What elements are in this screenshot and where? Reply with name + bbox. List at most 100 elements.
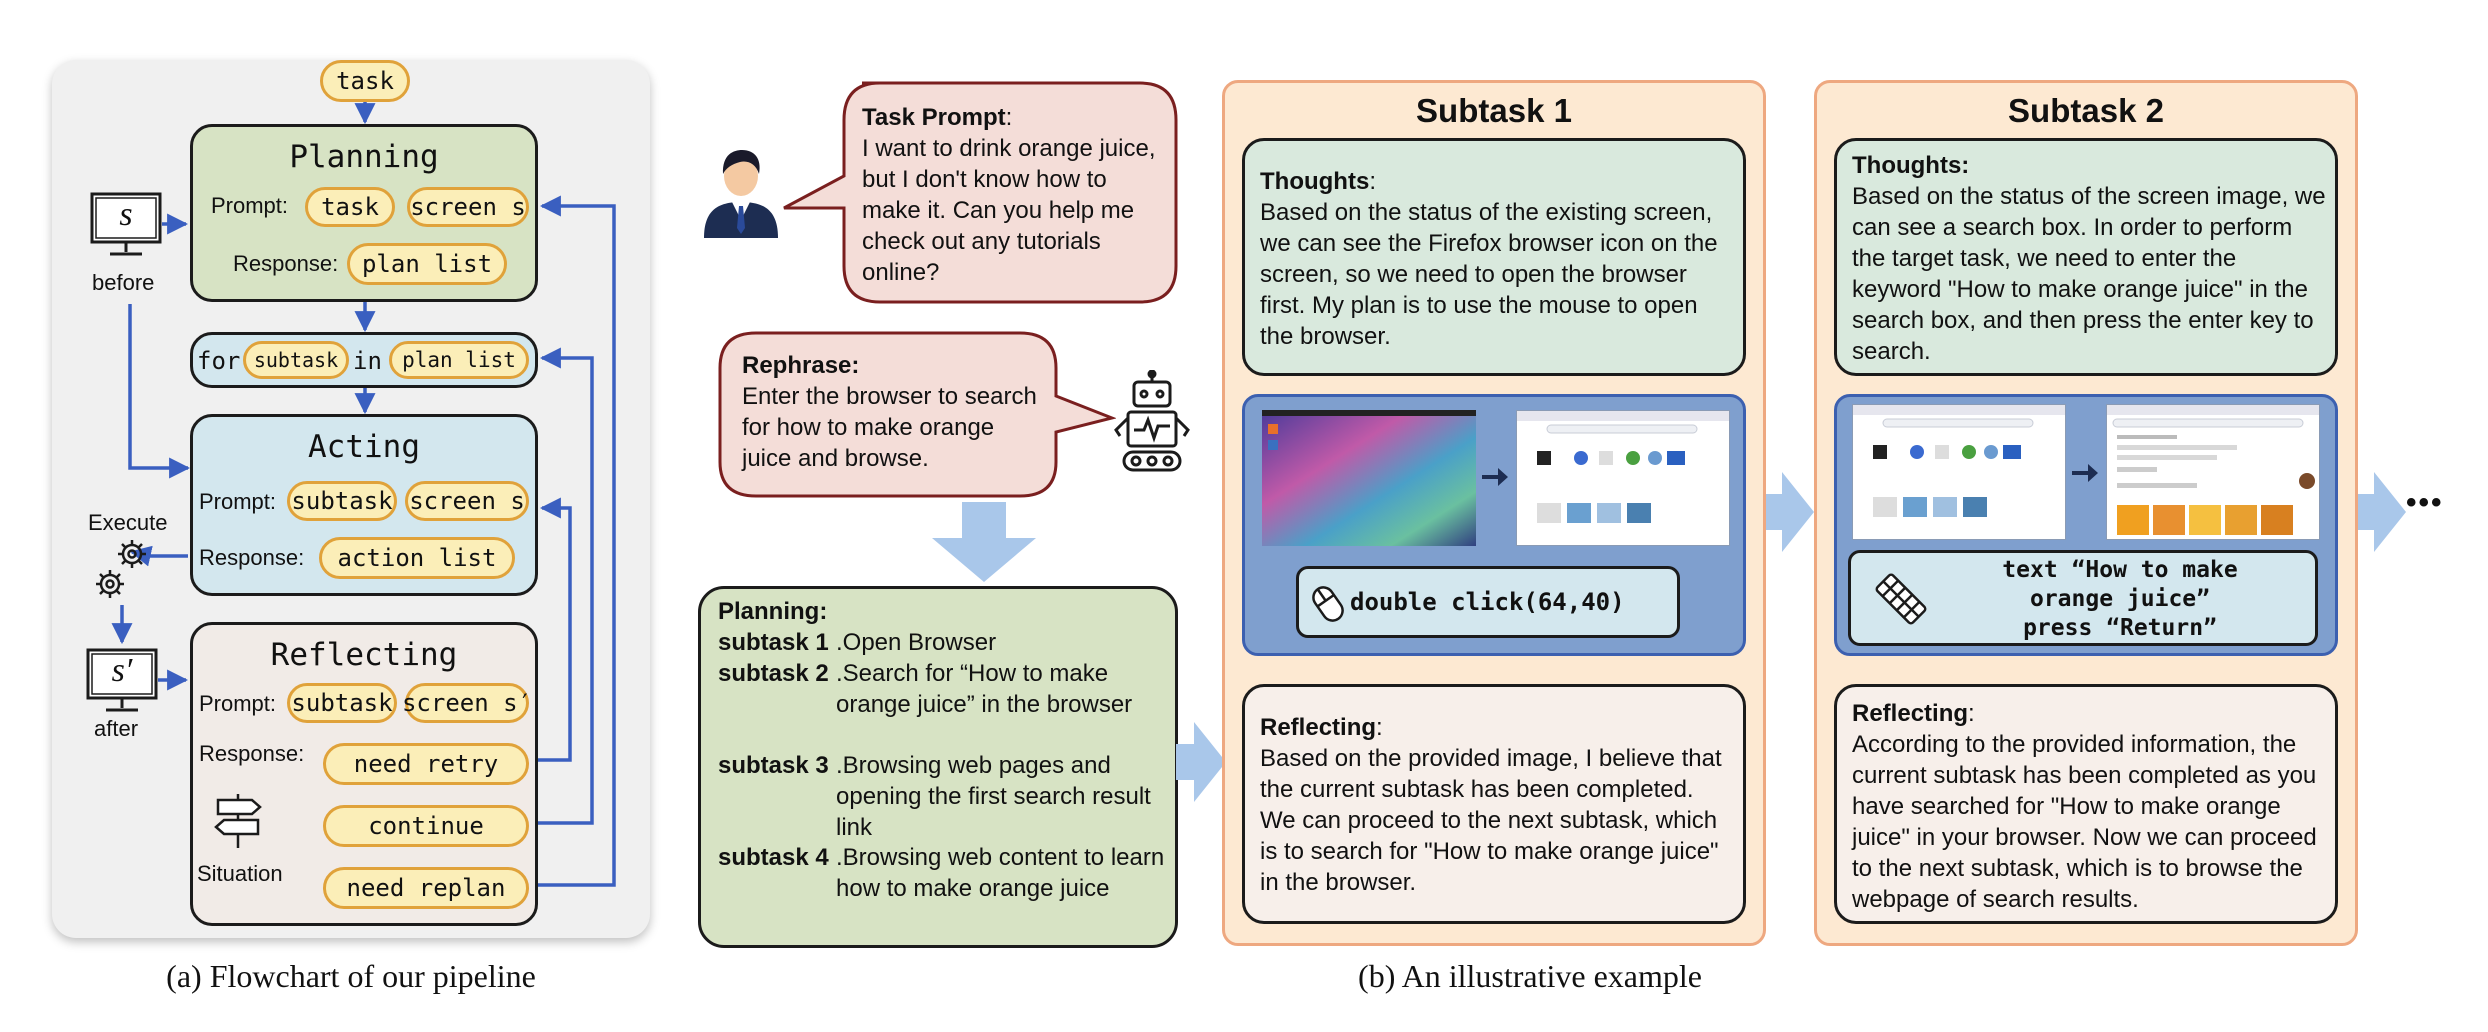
loop-for: for [197, 347, 241, 375]
subtask1-action-text: double click(64,40) [1350, 588, 1625, 616]
mouse-icon [1312, 586, 1344, 622]
acting-response-action-list: action list [319, 537, 515, 579]
screen-s-before: s [119, 196, 133, 233]
before-label: before [92, 270, 155, 295]
subtask2-action-line: text “How to make [2002, 557, 2238, 583]
arrow-right-icon [1482, 468, 1508, 486]
task-prompt-text: Task Prompt: I want to drink orange juic… [862, 104, 1156, 286]
acting-response-label: Response: [199, 545, 305, 570]
reflecting-prompt-subtask: subtask [287, 683, 397, 723]
planning-response-label: Response: [233, 251, 339, 276]
subtask2-thoughts-label: Thoughts: [1852, 152, 1970, 179]
task-prompt-body: I want to drink orange juice, but I don'… [862, 135, 1156, 286]
subtask1-reflecting-text: Reflecting: Based on the provided image,… [1260, 714, 1722, 896]
planning-item-key: subtask 1 [718, 629, 829, 656]
browser-screenshot [1516, 410, 1730, 546]
right-arrow-next [2356, 472, 2406, 552]
loop-in: in [353, 347, 382, 375]
signpost-icon [214, 794, 262, 848]
planning-prompt-screen: screen s [407, 187, 529, 227]
subtask1-title: Subtask 1 [1416, 92, 1572, 129]
subtask1-action-box [1296, 566, 1680, 638]
subtask1-reflecting-card [1242, 684, 1746, 924]
subtask2-thoughts-body: Based on the status of the screen image,… [1852, 183, 2326, 365]
down-arrow-large [932, 502, 1036, 582]
subtask2-reflecting-card [1834, 684, 2338, 924]
subtask2-thoughts-card [1834, 138, 2338, 376]
arrow-retry-loop [528, 497, 572, 762]
planning-item-key: subtask 4 [718, 844, 829, 871]
planning-example-box [698, 586, 1178, 948]
arrow-replan-loop [528, 195, 616, 887]
planning-item-text: .Search for “How to make orange juice” i… [836, 660, 1133, 718]
planning-response-plan-list: plan list [347, 243, 507, 285]
subtask1-reflecting-label: Reflecting [1260, 714, 1377, 741]
rephrase-bubble-shape [718, 331, 1116, 498]
reflecting-prompt-screen: screen s′ [402, 683, 532, 723]
subtask1-thoughts-body: Based on the status of the existing scre… [1260, 199, 1718, 350]
subtask2-reflecting-text: Reflecting: According to the provided in… [1852, 700, 2317, 913]
reflecting-prompt-label: Prompt: [199, 691, 277, 716]
planning-item-text: .Browsing web pages and opening the firs… [836, 752, 1151, 841]
planning-item-key: subtask 3 [718, 752, 829, 779]
subtask2-reflecting-body: According to the provided information, t… [1852, 731, 2317, 913]
search-results-screenshot [2106, 404, 2320, 540]
screen-s-after: s′ [111, 652, 133, 689]
planning-example-label: Planning: [718, 598, 828, 625]
planning-box: Planning Prompt: task screen s Response:… [190, 124, 538, 302]
monitor-icon [90, 192, 162, 256]
loop-plan-list-pill: plan list [389, 341, 529, 379]
acting-prompt-label: Prompt: [199, 489, 277, 514]
example-caption: (b) An illustrative example [1358, 958, 1702, 994]
flowchart-caption: (a) Flowchart of our pipeline [166, 958, 536, 994]
response-need-replan: need replan [323, 867, 529, 909]
arrow-before-to-acting [128, 304, 191, 479]
after-label: after [94, 716, 139, 741]
task-prompt-label: Task Prompt [862, 104, 1006, 131]
arrow-acting-to-execute [129, 545, 188, 567]
arrow-continue-loop [528, 347, 594, 825]
acting-prompt-subtask: subtask [287, 481, 397, 521]
reflecting-response-label: Response: [199, 741, 305, 766]
acting-title: Acting [308, 429, 420, 465]
loop-box: for subtask in plan list [190, 332, 538, 388]
robot-icon [1114, 370, 1190, 472]
planning-title: Planning [289, 139, 439, 175]
subtask2-action-text: text “How to make orange juice” press “R… [1940, 556, 2300, 643]
response-need-retry: need retry [323, 743, 529, 785]
task-prompt-bubble-shape [783, 81, 1178, 304]
subtask2-action-line: press “Return” [2023, 615, 2217, 641]
execute-label: Execute [88, 510, 168, 535]
subtask1-thoughts-label: Thoughts [1260, 168, 1370, 195]
loop-subtask-pill: subtask [243, 341, 349, 379]
subtask1-thoughts-card [1242, 138, 1746, 376]
subtask2-thoughts-text: Thoughts: Based on the status of the scr… [1852, 150, 2326, 367]
subtask2-title: Subtask 2 [2008, 92, 2164, 129]
desktop-screenshot [1262, 410, 1476, 546]
subtask2-reflecting-label: Reflecting [1852, 700, 1969, 727]
task-pill: task [320, 60, 410, 102]
person-icon [704, 150, 778, 238]
situation-label: Situation [197, 861, 283, 886]
subtask2-action-line: orange juice” [2029, 586, 2210, 612]
reflecting-title: Reflecting [270, 637, 458, 673]
subtask1-reflecting-body: Based on the provided image, I believe t… [1260, 745, 1722, 896]
planning-item-text: .Open Browser [836, 629, 997, 656]
subtask1-thoughts-text: Thoughts: Based on the status of the exi… [1260, 168, 1718, 350]
ellipsis: ••• [2406, 486, 2444, 519]
keyboard-icon [1875, 573, 1927, 625]
acting-box: Acting Prompt: subtask screen s Response… [190, 414, 538, 596]
monitor-icon [86, 648, 158, 712]
right-arrow-to-subtask1 [1176, 722, 1226, 802]
subtask2-action-box [1848, 550, 2318, 646]
right-arrow-to-subtask2 [1764, 472, 1814, 552]
response-continue: continue [323, 805, 529, 847]
planning-prompt-task: task [305, 187, 395, 227]
rephrase-body: Enter the browser to search for how to m… [742, 383, 1037, 472]
arrow-right-icon [2072, 464, 2098, 482]
browser-screenshot [1852, 404, 2066, 540]
gear-icon [96, 540, 146, 598]
reflecting-box: Reflecting Prompt: subtask screen s′ Res… [190, 622, 538, 926]
planning-prompt-label: Prompt: [211, 193, 289, 218]
planning-item-key: subtask 2 [718, 660, 829, 687]
